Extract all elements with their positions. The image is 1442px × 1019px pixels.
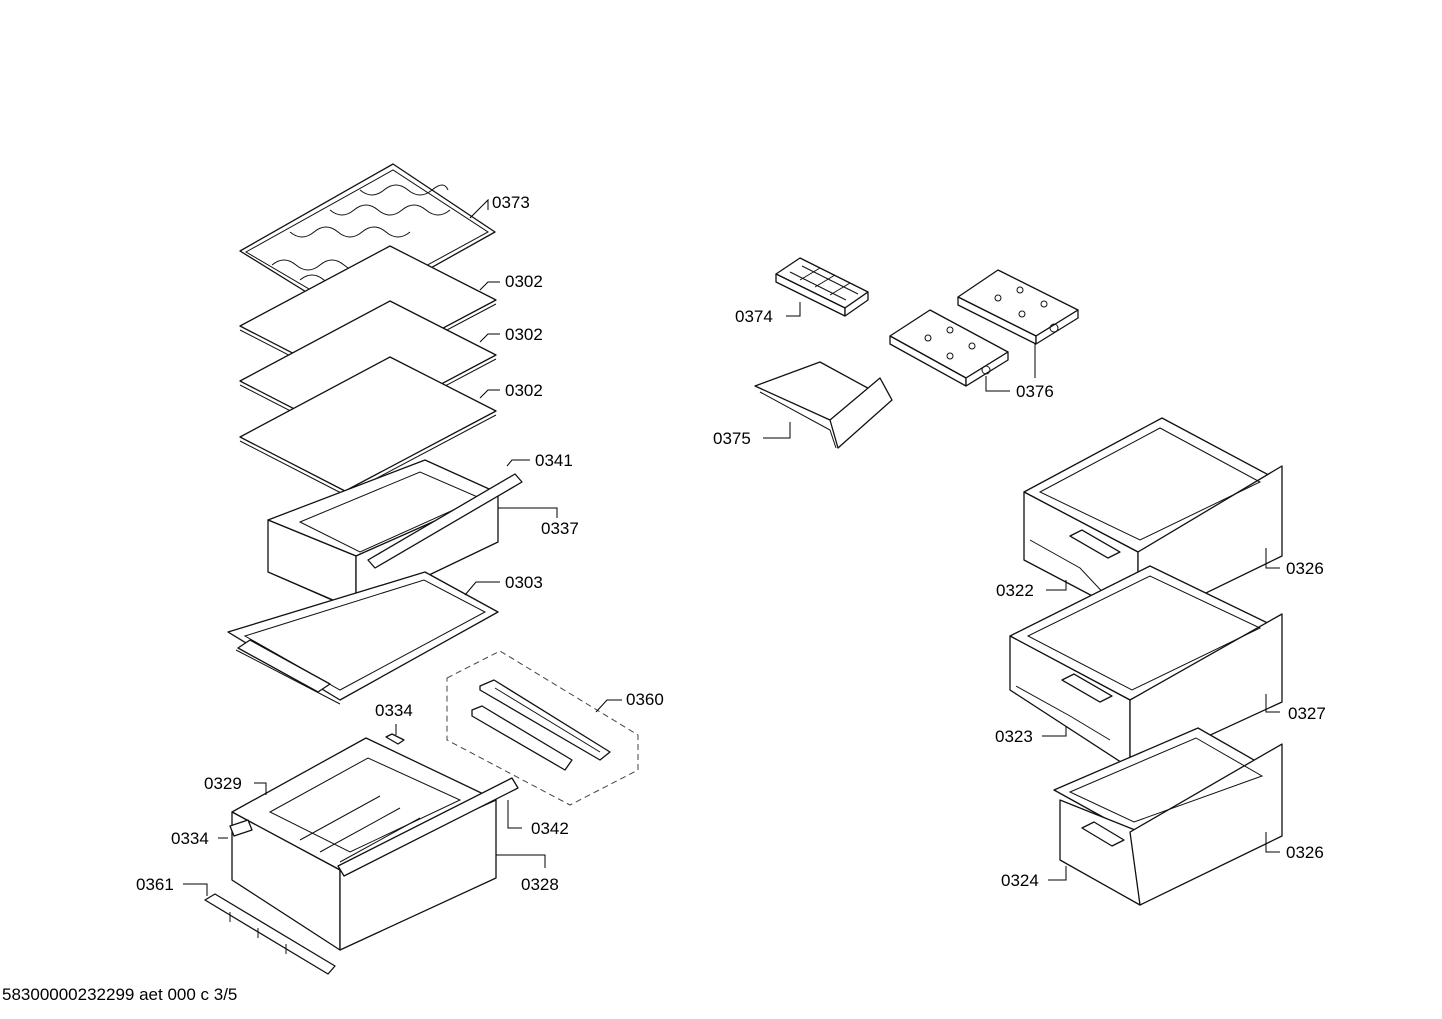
callout-0373: 0373 [492, 193, 530, 212]
callout-0323: 0323 [995, 727, 1033, 746]
crisper-drawer-drawing [267, 459, 523, 611]
callout-0360: 0360 [626, 690, 664, 709]
callout-0303: 0303 [505, 573, 543, 592]
callout-0375: 0375 [713, 429, 751, 448]
bracket-drawing [204, 893, 336, 975]
callout-0334-b: 0334 [171, 829, 209, 848]
freezer-drawer-middle-drawing [1009, 565, 1283, 773]
callout-0322: 0322 [996, 581, 1034, 600]
large-drawer-drawing [229, 737, 519, 951]
callout-0327: 0327 [1288, 704, 1326, 723]
callout-0341: 0341 [535, 451, 573, 470]
callout-labels: 0373 0302 0302 0302 0341 0337 0303 0360 … [136, 193, 1326, 894]
rail-kit-drawing [446, 650, 639, 806]
callout-0302-c: 0302 [505, 381, 543, 400]
callout-0326-b: 0326 [1286, 843, 1324, 862]
callout-0376: 0376 [1016, 382, 1054, 401]
callout-0337: 0337 [541, 519, 579, 538]
callout-0302-a: 0302 [505, 272, 543, 291]
callout-0324: 0324 [1001, 871, 1039, 890]
callout-0334-a: 0334 [375, 701, 413, 720]
cold-pack-1-drawing [957, 269, 1079, 345]
ice-tray-drawing [775, 257, 869, 317]
callout-0328: 0328 [521, 875, 559, 894]
clip-drawing [385, 733, 405, 745]
callout-0374: 0374 [735, 307, 773, 326]
callout-0361: 0361 [136, 875, 174, 894]
callout-0329: 0329 [204, 774, 242, 793]
drawer-tray-drawing [227, 571, 499, 705]
document-id: 58300000232299 aet 000 c 3/5 [2, 985, 237, 1004]
ice-scoop-drawing [754, 361, 893, 449]
callout-0326-a: 0326 [1286, 559, 1324, 578]
cold-pack-2-drawing [889, 309, 1009, 387]
freezer-drawer-bottom-drawing [1053, 727, 1283, 906]
callout-0342: 0342 [531, 819, 569, 838]
callout-0302-b: 0302 [505, 325, 543, 344]
leader-lines [183, 198, 1280, 896]
